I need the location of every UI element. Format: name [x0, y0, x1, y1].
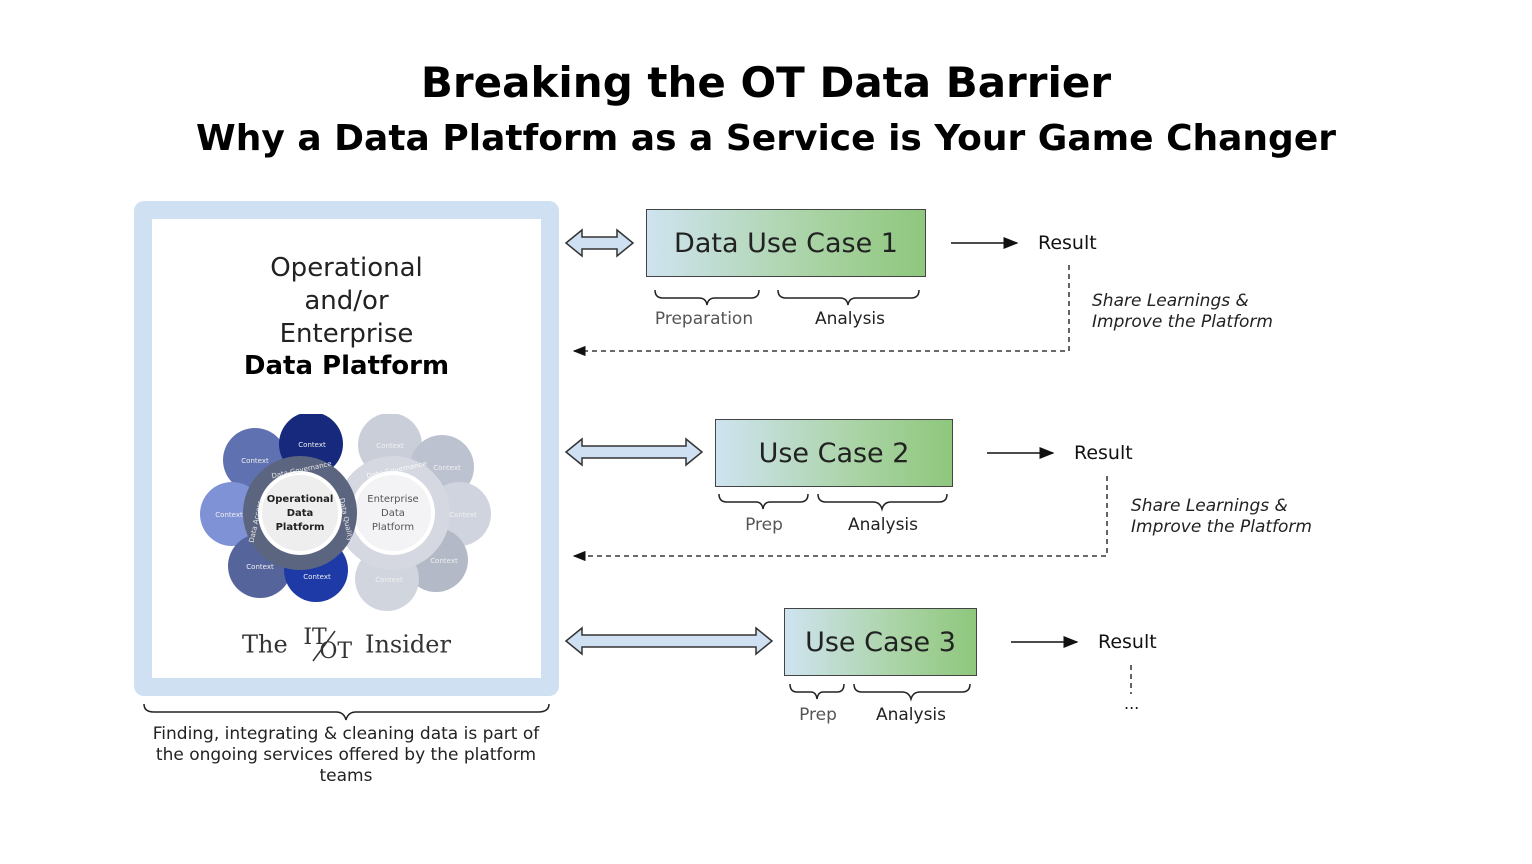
use-case-3-analysis-label: Analysis [875, 705, 947, 725]
enterprise-core-label: Platform [372, 522, 414, 533]
use-case-1-analysis-label: Analysis [814, 309, 886, 329]
page-title: Breaking the OT Data Barrier [420, 58, 1112, 107]
logo-ot: OT [319, 639, 353, 664]
context-label: Context [430, 557, 458, 565]
brace-platform [143, 703, 550, 721]
context-label: Context [375, 576, 403, 584]
services-note: Finding, integrating & cleaning data is … [152, 724, 540, 786]
use-case-2-result: Result [1074, 442, 1133, 464]
feedback-loop-2 [572, 476, 1108, 562]
use-case-2-box: Use Case 2 [715, 419, 953, 487]
use-case-3-box: Use Case 3 [784, 608, 977, 676]
context-label: Context [241, 457, 269, 465]
context-label: Context [215, 511, 243, 519]
enterprise-core-label: Data [381, 508, 405, 519]
feedback-note-2: Share Learnings & Improve the Platform [1131, 496, 1312, 537]
brace-analysis-2 [817, 493, 948, 512]
continuation-ellipsis: ... [1124, 694, 1140, 713]
ot-core-label: Platform [276, 522, 325, 533]
page-subtitle: Why a Data Platform as a Service is Your… [196, 118, 1336, 159]
use-case-3-result: Result [1098, 631, 1157, 653]
brand-suffix: Insider [364, 630, 451, 659]
ot-core-label: Data [287, 508, 314, 519]
use-case-3-prep-label: Prep [799, 705, 837, 725]
ot-core-label: Operational [267, 494, 334, 505]
context-label: Context [298, 441, 326, 449]
feedback-note-1: Share Learnings & Improve the Platform [1092, 291, 1273, 332]
use-case-2-prep-label: Prep [745, 515, 783, 535]
ot-petals [200, 414, 357, 602]
context-label: Context [303, 573, 331, 581]
platform-card: Operational and/or Enterprise Data Platf… [134, 201, 559, 696]
brace-prep-3 [789, 683, 845, 700]
platform-line-1: Operational [270, 253, 423, 283]
use-case-1-result: Result [1038, 232, 1097, 254]
logo-it: IT [303, 625, 327, 650]
brace-prep-2 [718, 493, 809, 510]
use-case-1-prep-label: Preparation [654, 309, 754, 329]
platform-line-3: Enterprise [279, 319, 414, 349]
context-label: Context [376, 442, 404, 450]
enterprise-petals [336, 414, 491, 611]
double-arrow-3 [564, 626, 774, 656]
brace-analysis-1 [777, 289, 920, 306]
context-label: Context [433, 464, 461, 472]
use-case-1-box: Data Use Case 1 [646, 209, 926, 277]
context-label: Context [449, 511, 477, 519]
enterprise-core-label: Enterprise [367, 494, 418, 505]
it-ot-logo: IT OT [301, 625, 353, 664]
double-arrow-1 [564, 228, 635, 258]
platform-line-2: and/or [304, 286, 389, 316]
brace-analysis-3 [853, 683, 971, 702]
double-arrow-2 [564, 437, 704, 467]
feedback-loop-1 [572, 265, 1070, 357]
platform-flower-graphic: Context Context Context Context Context … [200, 414, 491, 611]
ot-core [258, 471, 342, 555]
brand-prefix: The [242, 630, 288, 659]
brand-logo: The IT OT Insider [152, 625, 541, 664]
logo-slash [312, 630, 336, 662]
platform-line-4: Data Platform [243, 351, 450, 381]
use-case-2-analysis-label: Analysis [847, 515, 919, 535]
brace-prep-1 [654, 289, 760, 306]
context-label: Context [246, 563, 274, 571]
platform-card-inner: Operational and/or Enterprise Data Platf… [152, 219, 541, 678]
